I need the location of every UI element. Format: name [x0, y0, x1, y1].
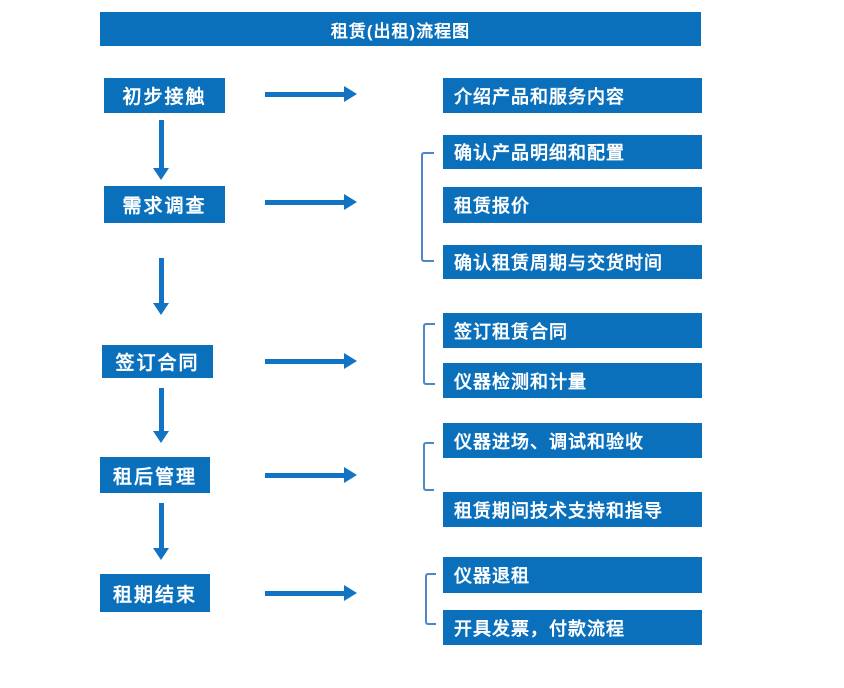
detail-box-sign-rental-contract: 签订租赁合同	[443, 313, 702, 348]
detail-box-tech-support: 租赁期间技术支持和指导	[443, 492, 702, 527]
arrow-right-icon	[265, 467, 357, 483]
bracket-icon	[421, 152, 434, 262]
detail-box-invoice-payment: 开具发票，付款流程	[443, 610, 702, 645]
step-box-sign-contract: 签订合同	[102, 345, 213, 378]
detail-box-introduce-products: 介绍产品和服务内容	[443, 78, 702, 113]
arrow-right-icon	[265, 353, 357, 369]
arrow-right-icon	[265, 585, 357, 601]
arrow-right-icon	[265, 194, 357, 210]
step-box-initial-contact: 初步接触	[104, 78, 225, 113]
detail-box-instrument-setup: 仪器进场、调试和验收	[443, 423, 702, 458]
arrow-down-icon	[153, 120, 169, 180]
step-box-rental-end: 租期结束	[100, 574, 210, 612]
detail-box-rental-quote: 租赁报价	[443, 187, 702, 223]
step-box-demand-survey: 需求调查	[104, 186, 225, 223]
detail-box-confirm-period: 确认租赁周期与交货时间	[443, 245, 702, 279]
arrow-right-icon	[265, 86, 357, 102]
detail-box-instrument-testing: 仪器检测和计量	[443, 363, 702, 398]
detail-box-instrument-return: 仪器退租	[443, 557, 702, 593]
flowchart-title: 租赁(出租)流程图	[100, 12, 701, 46]
bracket-icon	[423, 323, 435, 385]
detail-box-confirm-product-spec: 确认产品明细和配置	[443, 135, 702, 169]
bracket-icon	[423, 442, 434, 491]
step-box-post-rental-mgmt: 租后管理	[100, 457, 210, 493]
arrow-down-icon	[153, 503, 169, 560]
arrow-down-icon	[153, 258, 169, 315]
arrow-down-icon	[153, 388, 169, 443]
bracket-icon	[425, 573, 436, 625]
